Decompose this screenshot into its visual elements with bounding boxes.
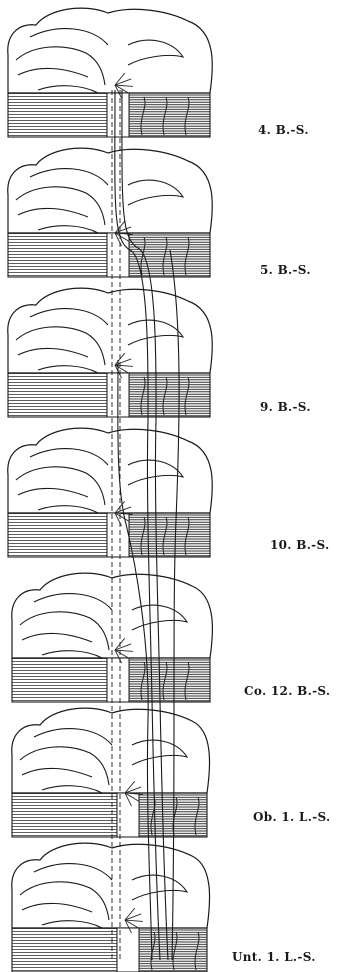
segment-label-1: 4. B.-S. [258,123,309,137]
segment-outline [12,708,210,793]
segment-label-7: Unt. 1. L.-S. [232,950,316,964]
hatched-block-left [8,93,107,137]
hatched-block-left [12,793,117,837]
hatched-block-left [8,373,107,417]
spinal-segment-4 [8,428,213,557]
spinal-segment-7 [12,843,210,972]
segment-outline [12,843,210,928]
segment-outline [8,288,213,373]
segment-outline [8,8,213,93]
segment-label-5: Co. 12. B.-S. [244,684,330,698]
segment-outline [8,428,213,513]
segment-label-2: 5. B.-S. [260,263,311,277]
segments-layer [8,8,213,972]
spinal-segment-1 [8,8,213,137]
spinal-segment-3 [8,288,213,417]
hatched-block-left [8,233,107,277]
central-column [107,93,129,137]
segment-label-6: Ob. 1. L.-S. [253,810,331,824]
spinal-segment-2 [8,148,213,277]
segment-label-4: 10. B.-S. [270,538,329,552]
central-column [107,658,129,702]
hatched-block-left [12,928,117,972]
segment-outline [8,148,213,233]
segment-label-3: 9. B.-S. [260,400,311,414]
hatched-block-left [12,658,107,702]
spinal-segment-6 [12,708,210,837]
hatched-block-left [8,513,107,557]
